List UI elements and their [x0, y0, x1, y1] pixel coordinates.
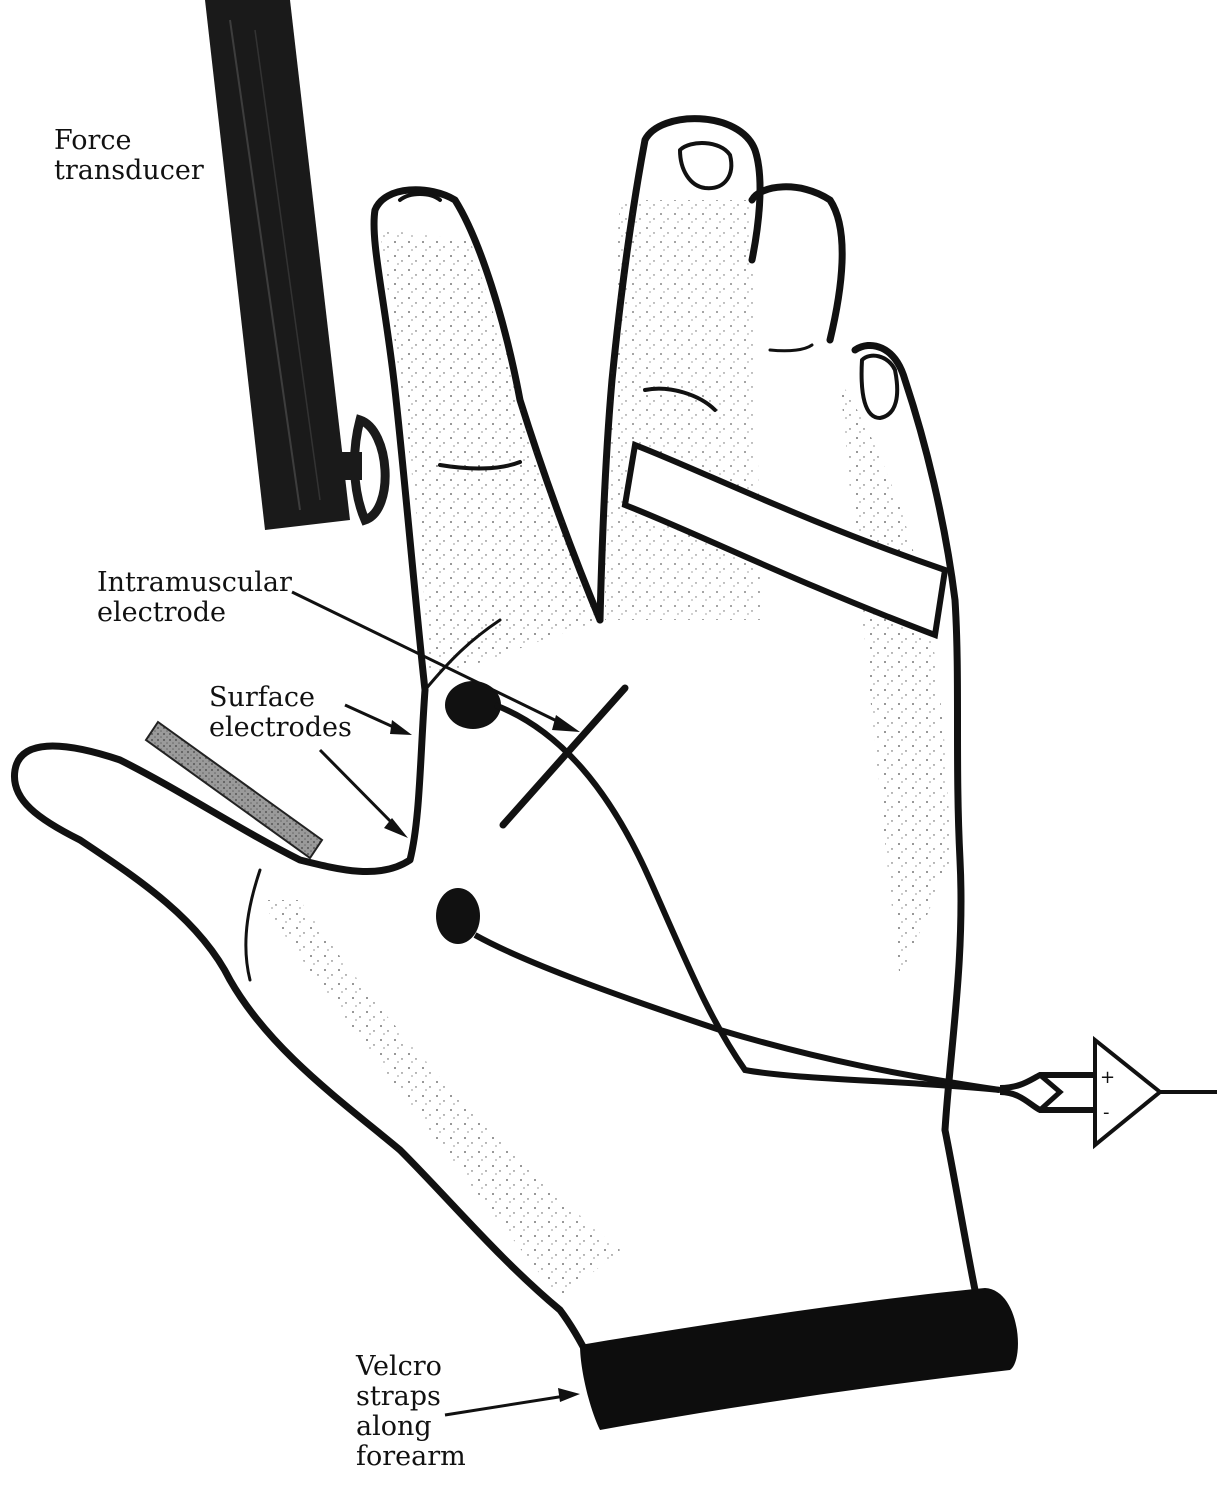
label-surface-electrodes: Surface electrodes: [209, 683, 352, 743]
label-line: Intramuscular: [97, 568, 292, 598]
label-line: electrode: [97, 598, 292, 628]
amplifier-minus: -: [1103, 1102, 1110, 1123]
label-line: along: [356, 1412, 466, 1442]
transducer-ring: [355, 420, 386, 520]
arrow-head-velcro: [558, 1388, 580, 1402]
label-line: electrodes: [209, 713, 352, 743]
label-line: Surface: [209, 683, 352, 713]
label-line: transducer: [54, 156, 204, 186]
amplifier-plus: +: [1100, 1067, 1115, 1088]
label-line: forearm: [356, 1442, 466, 1472]
amplifier: [1000, 1040, 1217, 1145]
label-line: straps: [356, 1382, 466, 1412]
label-line: Velcro: [356, 1352, 466, 1382]
label-velcro-straps: Velcro straps along forearm: [356, 1352, 466, 1472]
amplifier-triangle: [1095, 1040, 1160, 1145]
label-force-transducer: Force transducer: [54, 126, 204, 186]
surface-electrode-lower: [436, 888, 480, 944]
arrow-head-intramuscular: [552, 715, 580, 732]
forearm-velcro-strap: [580, 1288, 1018, 1430]
force-transducer-rod: [205, 0, 350, 530]
arrow-head-surface-upper: [390, 720, 412, 735]
electrode-wire-lower: [475, 935, 1000, 1090]
arrow-head-surface-lower: [384, 818, 408, 838]
label-intramuscular-electrode: Intramuscular electrode: [97, 568, 292, 628]
label-line: Force: [54, 126, 204, 156]
